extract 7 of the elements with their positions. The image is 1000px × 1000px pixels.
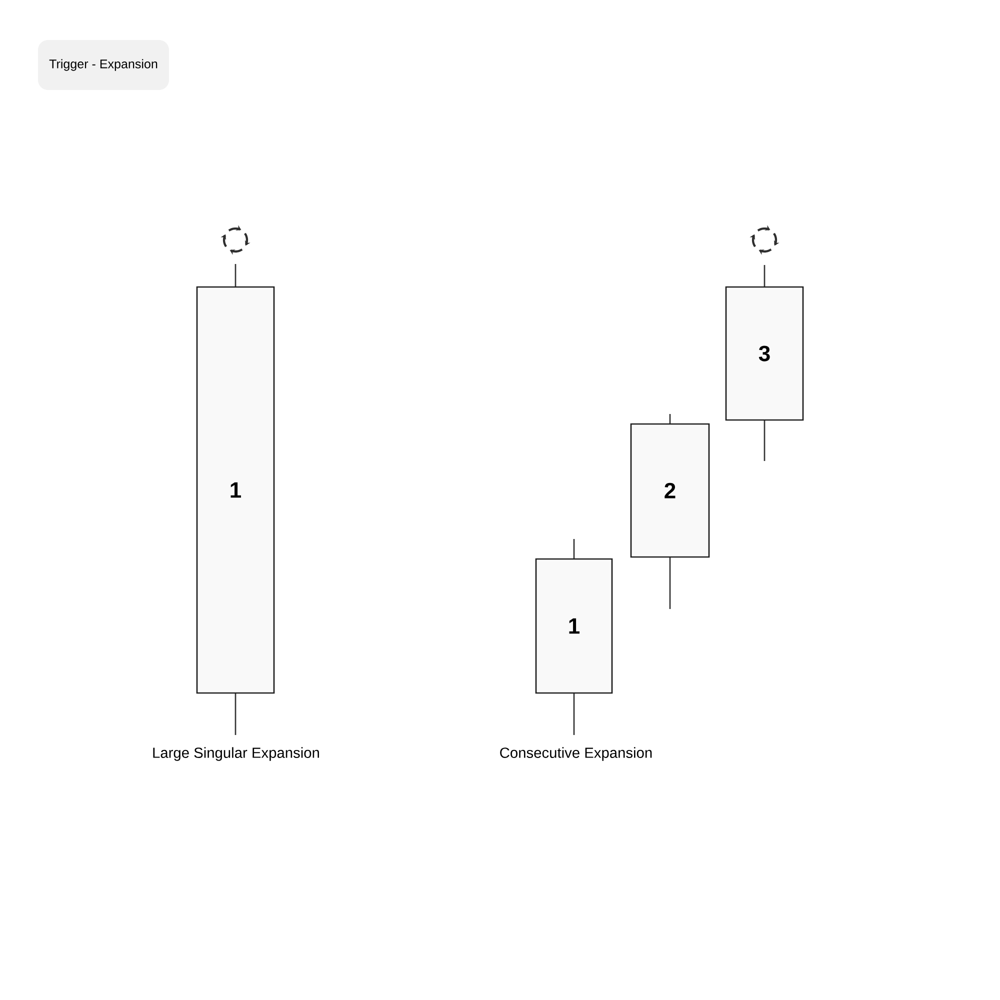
title-tag: Trigger - Expansion	[38, 40, 169, 90]
caption: Consecutive Expansion	[500, 747, 652, 761]
caption: Large Singular Expansion	[153, 747, 319, 761]
candle-body: 2	[630, 423, 710, 558]
candle-body: 1	[196, 286, 275, 694]
candle-body: 3	[725, 286, 804, 421]
candle-body: 1	[535, 558, 613, 694]
